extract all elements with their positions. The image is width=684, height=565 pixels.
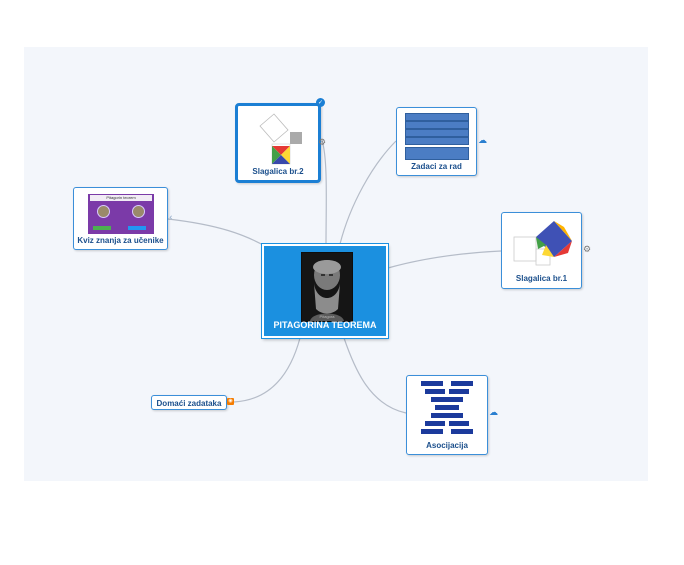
task-row-2 — [405, 121, 469, 129]
portrait-caption: Pitagora — [319, 314, 335, 319]
task-block — [405, 147, 469, 160]
node-puzzle2[interactable]: Slagalica br.2 — [235, 103, 321, 183]
node-quiz[interactable]: Pitagorin teorem Kviz znanja za učenike — [73, 187, 168, 250]
puzzle1-thumbnail — [513, 221, 572, 266]
quiz-blue-button — [128, 226, 146, 230]
association-x-logo — [421, 381, 473, 434]
node-puzzle2-label: Slagalica br.2 — [252, 167, 304, 176]
node-central[interactable]: Pitagora PITAGORINA TEOREMA — [262, 244, 388, 338]
pythagoras-portrait: Pitagora — [301, 252, 353, 322]
node-association[interactable]: Asocijacija — [406, 375, 488, 455]
task-row-1 — [405, 113, 469, 121]
node-homework[interactable]: Domaći zadataka — [151, 395, 227, 410]
link-icon[interactable]: ⚙ — [318, 138, 327, 148]
quiz-thumbnail: Pitagorin teorem — [88, 194, 154, 234]
puzzle2-thumbnail — [259, 113, 302, 165]
cloud-icon[interactable]: ☁ — [489, 408, 498, 418]
check-badge-icon: ✓ — [316, 98, 325, 107]
portrait-image — [302, 253, 352, 321]
quiz-avatar-right — [132, 205, 145, 218]
collapse-arrow-icon[interactable]: ‹ — [169, 213, 173, 223]
quiz-card-title: Pitagorin teorem — [90, 195, 152, 201]
task-row-4 — [405, 137, 469, 145]
node-quiz-label: Kviz znanja za učenike — [77, 236, 164, 245]
node-puzzle1-label: Slagalica br.1 — [515, 274, 568, 283]
cloud-icon[interactable]: ☁ — [478, 136, 487, 146]
node-association-label: Asocijacija — [426, 441, 468, 450]
node-tasks-label: Zadaci za rad — [411, 162, 462, 171]
link-icon[interactable]: ⚙ — [583, 245, 592, 255]
quiz-avatar-left — [97, 205, 110, 218]
node-central-label: PITAGORINA TEOREMA — [273, 320, 377, 330]
node-tasks[interactable]: Zadaci za rad — [396, 107, 477, 176]
feed-icon[interactable]: ◉ — [227, 398, 234, 405]
quiz-green-button — [93, 226, 111, 230]
task-row-3 — [405, 129, 469, 137]
node-homework-label: Domaći zadataka — [156, 399, 222, 408]
node-puzzle1[interactable]: Slagalica br.1 — [501, 212, 582, 289]
